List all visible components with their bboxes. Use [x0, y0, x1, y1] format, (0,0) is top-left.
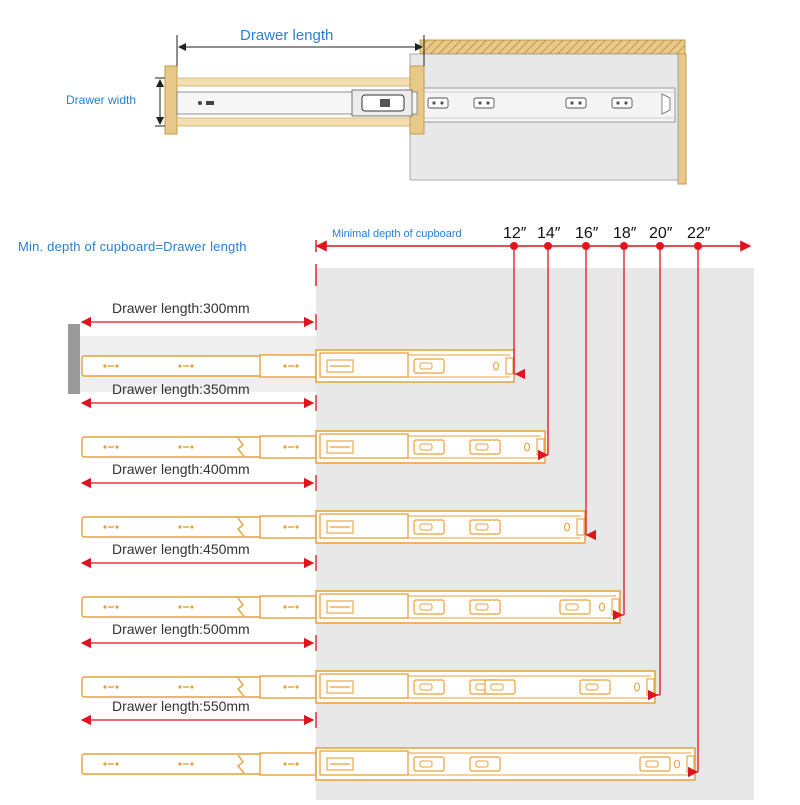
- inch-label-4: 18″: [613, 225, 637, 242]
- row-label-1: Drawer length:300mm: [112, 300, 250, 316]
- scale-dot-5: [656, 242, 664, 250]
- scale-dot-3: [582, 242, 590, 250]
- drawer-slide-6: [81, 747, 696, 781]
- inch-label-1: 12″: [503, 225, 527, 242]
- cabinet-top-hatch: [419, 39, 686, 55]
- cabinet-rail: [419, 87, 676, 123]
- scale-dot-6: [694, 242, 702, 250]
- drawer-width-label: Drawer width: [66, 93, 137, 107]
- row-label-3: Drawer length:400mm: [112, 461, 250, 477]
- top-illustration: [155, 35, 687, 185]
- drawer-length-label: Drawer length: [240, 27, 334, 44]
- scale-dot-1: [510, 242, 518, 250]
- drawer-slide-5: [81, 670, 656, 704]
- drawer-slide-3: [81, 510, 586, 544]
- drawer-slide-2: [81, 430, 546, 464]
- minimal-depth-label: Minimal depth of cupboard: [332, 228, 462, 240]
- main-diagram: [68, 240, 754, 800]
- row-label-4: Drawer length:450mm: [112, 541, 250, 557]
- row-label-6: Drawer length:550mm: [112, 698, 250, 714]
- cabinet-front-edge: [68, 324, 80, 394]
- drawer-slide-1: [81, 349, 515, 383]
- scale-dot-4: [620, 242, 628, 250]
- inch-label-2: 14″: [537, 225, 561, 242]
- min-depth-equation-label: Min. depth of cupboard=Drawer length: [18, 239, 247, 254]
- cabinet-side-wall: [677, 53, 687, 185]
- drawer-front-panel: [164, 65, 178, 135]
- row-label-2: Drawer length:350mm: [112, 381, 250, 397]
- inch-label-5: 20″: [649, 225, 673, 242]
- inch-label-3: 16″: [575, 225, 599, 242]
- inch-label-6: 22″: [687, 225, 711, 242]
- scale-dot-2: [544, 242, 552, 250]
- drawer-slide-4: [81, 590, 621, 624]
- row-label-5: Drawer length:500mm: [112, 621, 250, 637]
